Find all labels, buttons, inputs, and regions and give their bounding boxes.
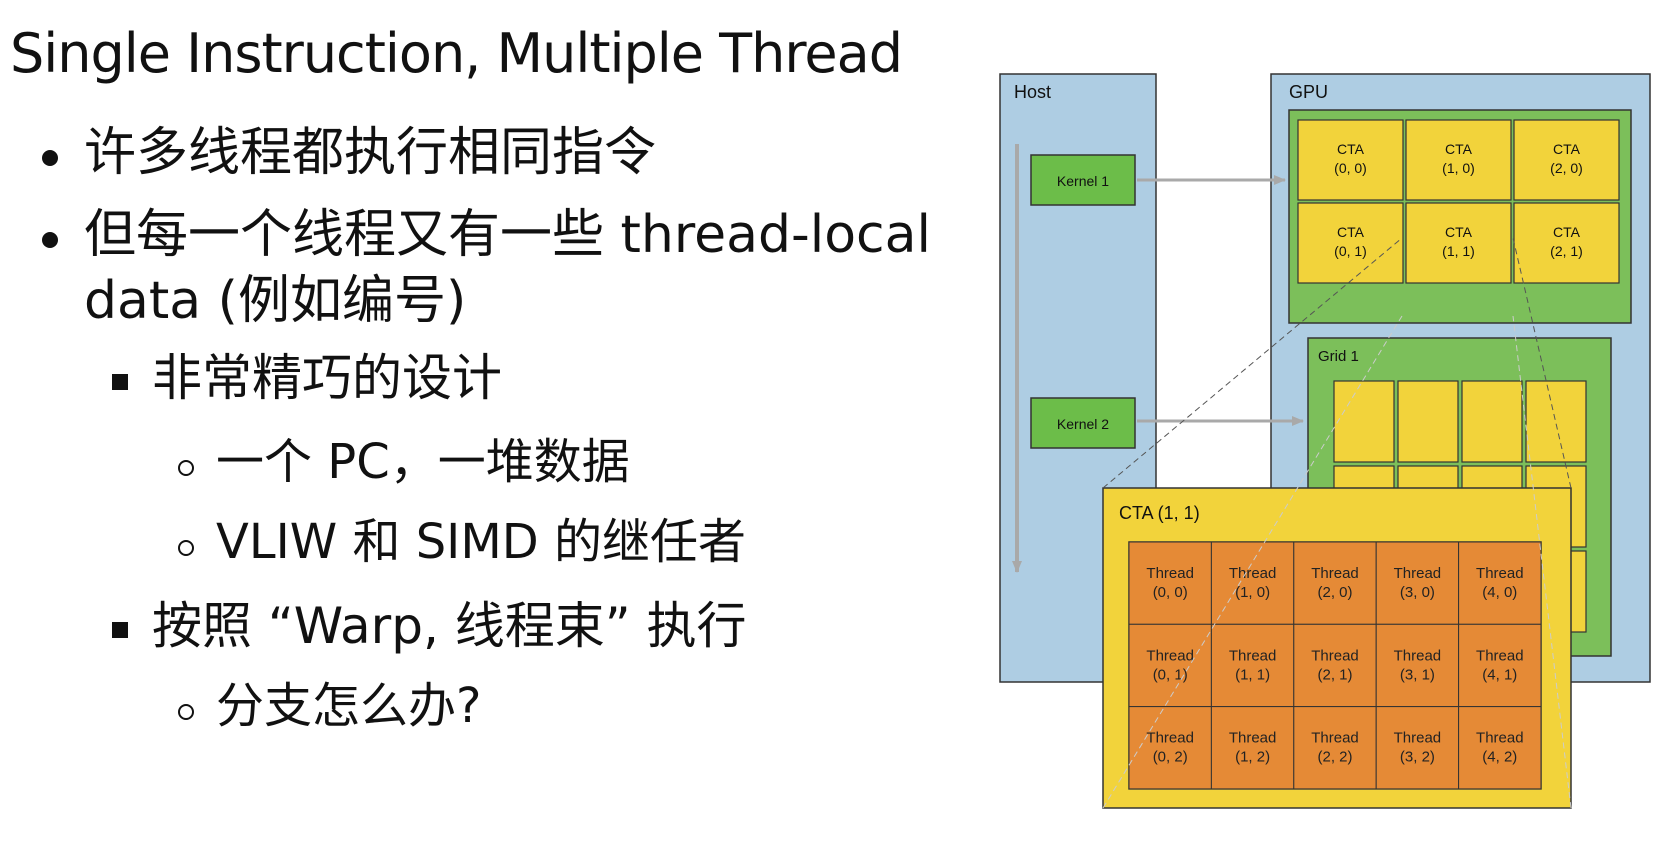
thread-cell-coord: (4, 1) [1482,666,1517,683]
thread-cell-label: Thread [1229,647,1277,664]
bullet-item-4: 一个 PC，一堆数据 [216,434,630,490]
cta-block-coord: (1, 0) [1442,160,1475,176]
thread-cell-label: Thread [1394,647,1442,664]
cta-block [1297,202,1404,284]
cta-block-label: CTA [1553,141,1581,157]
thread-cell-label: Thread [1476,730,1524,747]
host-label: Host [1014,82,1051,102]
thread-cell-label: Thread [1311,647,1359,664]
grid-1-block [1461,380,1523,463]
cta-block-coord: (1, 1) [1442,243,1475,259]
thread-cell-coord: (0, 1) [1153,666,1188,683]
bullet-item-3: 非常精巧的设计 [152,349,502,407]
thread-cell-label: Thread [1394,565,1442,582]
cta-detail-title: CTA (1, 1) [1119,503,1200,523]
thread-cell-coord: (1, 0) [1235,584,1270,601]
thread-cell-label: Thread [1476,565,1524,582]
cta-block-label: CTA [1337,141,1365,157]
grid-1-block [1333,380,1395,463]
grid-1-block [1397,380,1459,463]
thread-cell [1458,706,1542,790]
bullet-circle-marker [178,704,194,720]
bullet-circle-marker [178,460,194,476]
thread-cell-label: Thread [1229,730,1277,747]
thread-cell-label: Thread [1146,565,1194,582]
bullet-item-2-continuation: data (例如编号) [84,271,467,331]
thread-cell [1375,706,1460,790]
thread-cell [1210,541,1295,625]
thread-cell [1210,623,1295,708]
thread-cell-coord: (0, 0) [1153,584,1188,601]
bullet-item-6: 按照 “Warp, 线程束” 执行 [152,597,747,655]
bullet-square-marker [112,374,128,390]
thread-cell-label: Thread [1394,730,1442,747]
thread-cell [1293,541,1377,625]
zoom-line-bottom-left [1102,315,1403,809]
thread-cell [1375,623,1460,708]
grid-1-label: Grid 1 [1318,348,1359,365]
thread-cell-coord: (0, 2) [1153,749,1188,766]
cta-block-label: CTA [1445,224,1473,240]
bullet-dot-marker [42,232,58,248]
cta-block [1405,119,1512,201]
bullet-square-marker [112,622,128,638]
slide-title: Single Instruction, Multiple Thread [10,22,903,85]
thread-cell-coord: (2, 0) [1317,584,1352,601]
grid-1-block [1525,380,1587,463]
cta-block-label: CTA [1553,224,1581,240]
thread-cell-label: Thread [1146,647,1194,664]
bullet-dot-marker [42,150,58,166]
thread-cell [1128,623,1212,708]
thread-cell [1458,623,1542,708]
gpu-label: GPU [1289,82,1328,102]
thread-cell [1293,623,1377,708]
thread-grid: Thread (0, 0) Thread (1, 0) Thread (2, 0) Thre… [1128,541,1542,790]
kernel-2-box [1030,397,1136,449]
thread-cell-label: Thread [1311,730,1359,747]
thread-cell-label: Thread [1229,565,1277,582]
thread-cell [1458,541,1542,625]
zoom-line-bottom-right [1512,315,1572,809]
thread-cell-coord: (3, 1) [1400,666,1435,683]
thread-cell-coord: (4, 0) [1482,584,1517,601]
thread-cell [1293,706,1377,790]
bullet-item-5: VLIW 和 SIMD 的继任者 [216,514,746,570]
thread-cell-label: Thread [1476,647,1524,664]
bullet-circle-marker [178,540,194,556]
cta-block-coord: (2, 1) [1550,243,1583,259]
cta-grid: CTA (0, 0) CTA (1, 0) CTA (2, 0) CTA (0, 1) CTA (… [1297,119,1620,284]
cta-block [1405,202,1512,284]
kernel-1-box [1030,154,1136,206]
zoom-line-top-left [1102,237,1403,489]
thread-cell-label: Thread [1311,565,1359,582]
cta-block-label: CTA [1445,141,1473,157]
zoom-line-top-right [1512,237,1572,489]
cta-block-coord: (0, 0) [1334,160,1367,176]
thread-cell-coord: (2, 1) [1317,666,1352,683]
thread-cell-coord: (3, 2) [1400,749,1435,766]
thread-cell-coord: (4, 2) [1482,749,1517,766]
thread-cell-coord: (1, 1) [1235,666,1270,683]
kernel-2-label: Kernel 2 [1057,416,1109,432]
thread-cell [1128,706,1212,790]
thread-cell-coord: (1, 2) [1235,749,1270,766]
cta-block [1513,202,1620,284]
cta-block-label: CTA [1337,224,1365,240]
bullet-item-2: 但每一个线程又有一些 thread-local [84,205,931,265]
thread-cell-label: Thread [1146,730,1194,747]
bullet-item-1: 许多线程都执行相同指令 [84,123,657,183]
kernel-1-label: Kernel 1 [1057,173,1109,189]
cta-block [1513,119,1620,201]
thread-cell-coord: (2, 2) [1317,749,1352,766]
bullet-item-7: 分支怎么办? [216,678,482,734]
cta-block [1297,119,1404,201]
cta-block-coord: (0, 1) [1334,243,1367,259]
thread-cell-coord: (3, 0) [1400,584,1435,601]
cta-block-coord: (2, 0) [1550,160,1583,176]
